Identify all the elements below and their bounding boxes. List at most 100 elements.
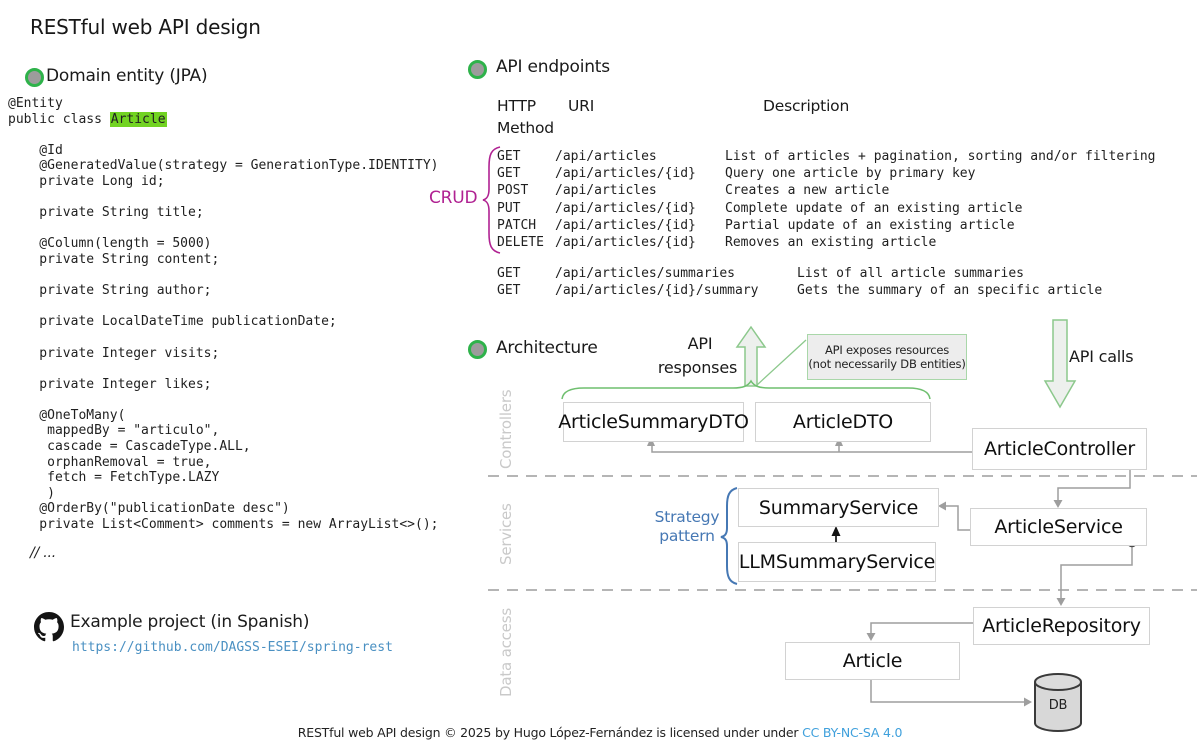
code-line bbox=[8, 221, 438, 237]
page-title: RESTful web API design bbox=[30, 15, 261, 39]
node-llm-summary-service: LLMSummaryService bbox=[738, 542, 936, 582]
endpoint-row: DELETE/api/articles/{id} Removes an exist… bbox=[497, 234, 1155, 251]
endpoint-row: POST/api/articles Creates a new article bbox=[497, 182, 1155, 199]
endpoint-description: Complete update of an existing article bbox=[725, 200, 1023, 216]
code-line: ) bbox=[8, 485, 55, 501]
section-heading-domain-entity: Domain entity (JPA) bbox=[46, 66, 208, 86]
license-link[interactable]: CC BY-NC-SA 4.0 bbox=[802, 725, 903, 740]
controller-to-service-line bbox=[1057, 470, 1131, 501]
code-line: private LocalDateTime publicationDate; bbox=[8, 314, 337, 330]
code-line: private Integer visits; bbox=[8, 345, 220, 361]
endpoint-row: GET/api/articles/{id} Query one article b… bbox=[497, 165, 1155, 182]
endpoint-uri: /api/articles bbox=[555, 183, 657, 199]
code-line: mappedBy = "articulo", bbox=[8, 423, 220, 439]
github-repo-link[interactable]: https://github.com/DAGSS-ESEI/spring-res… bbox=[72, 640, 393, 655]
api-responses-label: API bbox=[687, 334, 713, 353]
endpoint-uri: /api/articles/{id} bbox=[555, 200, 696, 216]
code-line: @GeneratedValue(strategy = GenerationTyp… bbox=[8, 158, 439, 174]
node-article-controller: ArticleController bbox=[972, 428, 1147, 470]
endpoint-description: Removes an existing article bbox=[725, 235, 937, 251]
endpoint-row: GET/api/articles List of articles + pagin… bbox=[497, 148, 1155, 165]
endpoint-method: GET bbox=[497, 266, 521, 281]
endpoint-method: POST bbox=[497, 183, 529, 199]
node-article-repository: ArticleRepository bbox=[973, 607, 1150, 645]
code-line: @Column(length = 5000) bbox=[8, 236, 212, 252]
endpoint-row: GET/api/articles/summaries List of all ar… bbox=[497, 265, 1102, 282]
footer-text: RESTful web API design © 2025 by Hugo Ló… bbox=[297, 725, 803, 740]
code-line: @Entity bbox=[8, 96, 63, 111]
article-to-db-line bbox=[870, 678, 1025, 703]
code-line bbox=[8, 392, 438, 408]
endpoint-uri: /api/articles/{id} bbox=[555, 166, 696, 182]
github-icon bbox=[34, 612, 64, 642]
repository-to-article-line bbox=[870, 622, 973, 633]
example-project-label: Example project (in Spanish) bbox=[70, 612, 310, 632]
node-article-dto: ArticleDTO bbox=[755, 402, 931, 442]
endpoint-method: DELETE bbox=[497, 235, 544, 251]
code-line: cascade = CascadeType.ALL, bbox=[8, 439, 251, 455]
endpoint-uri: /api/articles/{id} bbox=[555, 217, 696, 233]
section-heading-api-endpoints: API endpoints bbox=[496, 57, 610, 77]
endpoint-method: GET bbox=[497, 149, 521, 164]
layer-label-controllers: Controllers bbox=[497, 389, 515, 469]
java-code-block: @Entity public class Article @Id @Genera… bbox=[8, 96, 438, 532]
endpoint-uri: /api/articles bbox=[555, 149, 657, 164]
strategy-pattern-label: Strategy pattern bbox=[654, 508, 720, 545]
endpoint-method: GET bbox=[497, 283, 521, 299]
summary-endpoint-rows: GET/api/articles/summaries List of all ar… bbox=[497, 265, 1102, 299]
endpoint-description: Query one article by primary key bbox=[725, 166, 976, 182]
endpoint-description: Creates a new article bbox=[725, 183, 890, 199]
dto-brace bbox=[561, 379, 931, 400]
code-line: private Integer likes; bbox=[8, 376, 212, 392]
node-summary-service: SummaryService bbox=[738, 488, 939, 527]
endpoint-method: PATCH bbox=[497, 217, 537, 233]
endpoint-method: PUT bbox=[497, 200, 521, 216]
code-line-class: public class Article bbox=[8, 111, 167, 127]
code-line bbox=[8, 330, 438, 346]
endpoint-row: PUT/api/articles/{id} Complete update of … bbox=[497, 200, 1155, 217]
code-line bbox=[8, 361, 438, 377]
column-header-http-method: HTTP bbox=[497, 97, 536, 115]
code-line bbox=[8, 127, 438, 143]
code-line: @OneToMany( bbox=[8, 407, 126, 423]
endpoint-description: Partial update of an existing article bbox=[725, 217, 1015, 233]
section-bullet-icon bbox=[468, 340, 487, 359]
highlighted-class-name: Article bbox=[109, 111, 167, 127]
code-line bbox=[8, 190, 438, 206]
column-header-description: Description bbox=[763, 97, 850, 115]
crud-endpoint-rows: GET/api/articles List of articles + pagin… bbox=[497, 148, 1155, 251]
note-pointer-line bbox=[756, 339, 807, 386]
endpoint-uri: /api/articles/{id}/summary bbox=[555, 283, 759, 299]
code-line: @OrderBy("publicationDate desc") bbox=[8, 501, 290, 517]
node-article-entity: Article bbox=[785, 642, 960, 680]
code-line: private Long id; bbox=[8, 173, 165, 189]
column-header-http-method-2: Method bbox=[497, 119, 554, 137]
endpoint-uri: /api/articles/summaries bbox=[555, 266, 736, 281]
layer-label-data-access: Data access bbox=[497, 608, 515, 698]
code-line: private String title; bbox=[8, 205, 204, 221]
endpoint-method: GET bbox=[497, 166, 521, 182]
db-label: DB bbox=[1048, 698, 1068, 713]
column-header-uri: URI bbox=[568, 97, 595, 115]
code-line bbox=[8, 268, 438, 284]
api-responses-arrow-icon bbox=[735, 325, 767, 387]
code-line bbox=[8, 299, 438, 315]
code-line: orphanRemoval = true, bbox=[8, 454, 212, 470]
section-heading-architecture: Architecture bbox=[496, 338, 598, 358]
code-lines: @Id @GeneratedValue(strategy = Generatio… bbox=[8, 127, 438, 532]
endpoint-description: List of articles + pagination, sorting a… bbox=[725, 149, 1156, 164]
api-calls-label: API calls bbox=[1069, 347, 1134, 366]
code-line: @Id bbox=[8, 142, 63, 158]
endpoint-description: List of all article summaries bbox=[797, 266, 1024, 281]
license-footer: RESTful web API design © 2025 by Hugo Ló… bbox=[0, 725, 1200, 740]
crud-label: CRUD bbox=[429, 188, 478, 208]
service-to-repository-line bbox=[1060, 546, 1133, 599]
api-responses-label-2: responses bbox=[657, 358, 738, 377]
code-line: fetch = FetchType.LAZY bbox=[8, 470, 220, 486]
api-resources-note: API exposes resources (not necessarily D… bbox=[807, 334, 967, 380]
endpoint-row: PATCH/api/articles/{id} Partial update of… bbox=[497, 217, 1155, 234]
code-line: private String content; bbox=[8, 251, 220, 267]
code-line: private List<Comment> comments = new Arr… bbox=[8, 517, 439, 533]
endpoint-uri: /api/articles/{id} bbox=[555, 235, 696, 251]
